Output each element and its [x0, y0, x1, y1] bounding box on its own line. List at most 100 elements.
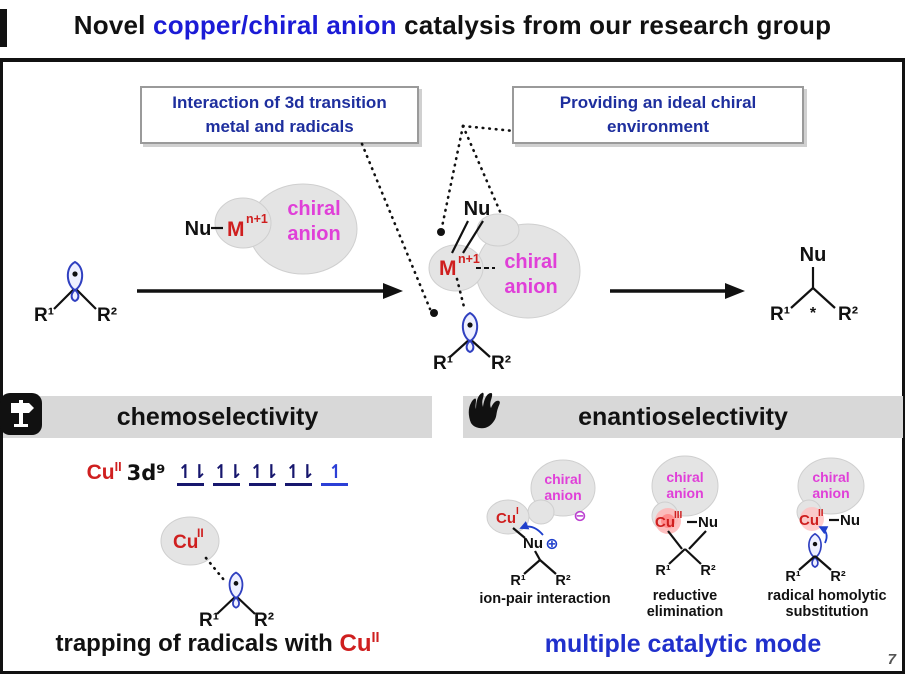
metal-blob — [214, 197, 272, 249]
cu-oxidation-state: III — [674, 510, 683, 521]
mode-radical-homolytic-substitution: chiral anion Cu II Nu R¹ R² radical homo… — [767, 457, 887, 620]
orbital-box: ↿ — [321, 462, 349, 486]
arrow-head — [725, 283, 745, 299]
electron-configuration: CuII 3d⁹ ↿⇂ ↿⇂ ↿⇂ ↿⇂ ↿ — [3, 460, 432, 486]
enantioselectivity-caption: multiple catalytic mode — [544, 630, 822, 658]
cu-label: CuII — [87, 460, 122, 486]
bond-line — [451, 220, 469, 254]
cu-label: Cu — [496, 510, 516, 527]
slide-title: Novel copper/chiral anion catalysis from… — [0, 10, 905, 41]
r1-label: R¹ — [34, 305, 54, 326]
title-pre: Novel — [73, 10, 154, 40]
radical-orbital-icon — [228, 571, 244, 609]
plus-charge-icon: ⊕ — [545, 534, 558, 553]
metal-superscript: n+1 — [458, 252, 480, 266]
mode-label-line2: elimination — [647, 604, 724, 620]
page-number: 7 — [887, 651, 896, 668]
metal-label: M — [227, 218, 245, 241]
cu-label: Cu — [799, 512, 819, 529]
chiral-anion-label-line2: anion — [544, 487, 581, 503]
reactive-glow — [800, 507, 824, 531]
orbital-box: ↿⇂ — [249, 462, 279, 486]
dotted-connector — [440, 124, 465, 229]
dotted-interaction — [204, 556, 226, 582]
mode-reductive-elimination: chiral anion Cu III Nu R¹ R² reductive e… — [647, 455, 724, 620]
enantioselectivity-header: enantioselectivity — [463, 396, 903, 438]
cu-trapping-diagram: Cu II R¹ R² — [160, 516, 274, 628]
bond-line — [684, 548, 702, 565]
r1-label: R¹ — [510, 573, 525, 589]
cu-symbol: Cu — [86, 461, 115, 484]
callout-right-line2: environment — [606, 117, 710, 136]
right-edge-border — [902, 62, 905, 674]
signpost-icon — [0, 393, 42, 435]
bond-line — [449, 338, 471, 358]
caption-text: trapping of radicals with — [55, 630, 340, 657]
nu-label: Nu — [840, 512, 860, 529]
enantioselectivity-panel: enantioselectivity chiral anion ⊖ Cu I N… — [463, 392, 903, 668]
bond-line — [462, 220, 484, 254]
stereocenter-star: * — [810, 305, 817, 322]
bond-line — [790, 287, 814, 309]
callout-3d-transition: Interaction of 3d transition metal and r… — [140, 86, 419, 144]
dotted-connector — [360, 142, 432, 311]
chemoselectivity-panel: chemoselectivity CuII 3d⁹ ↿⇂ ↿⇂ ↿⇂ ↿⇂ ↿ … — [0, 393, 432, 668]
metal-label: M — [439, 257, 457, 280]
orbital-box: ↿⇂ — [213, 462, 243, 486]
cu-oxidation-state: I — [516, 506, 519, 517]
cu-oxidation-state: II — [114, 460, 122, 474]
r1-label: R¹ — [785, 569, 800, 585]
bond-line — [512, 527, 526, 539]
bond-line — [216, 595, 237, 615]
electron-donation-arrow — [519, 521, 544, 536]
radical-orbital-icon — [808, 533, 822, 568]
cu-label: Cu — [655, 514, 675, 531]
nu-label: Nu — [800, 244, 827, 266]
chiral-anion-label-line2: anion — [287, 223, 340, 245]
bond-line — [814, 555, 832, 571]
reaction-arrow-1 — [137, 283, 403, 299]
chiral-anion-label-line1: chiral — [504, 251, 557, 273]
cu-blob — [160, 516, 220, 566]
blob-tail — [527, 499, 555, 525]
intermediate-complex: Nu M n+1 chiral anion R¹ R² — [428, 198, 581, 374]
r2-label: R² — [555, 573, 570, 589]
connector-dot — [437, 228, 445, 236]
reaction-scheme: R¹ R² Nu M n+1 chiral anion Nu M — [34, 124, 858, 374]
r2-label: R² — [254, 610, 274, 628]
orbital-box: ↿⇂ — [285, 462, 315, 486]
radical-substrate: R¹ R² — [34, 261, 117, 326]
orbital-box: ↿⇂ — [177, 462, 207, 486]
nu-label: Nu — [464, 198, 491, 220]
r1-label: R¹ — [655, 563, 670, 579]
mode-label-line2: substitution — [786, 604, 869, 620]
metal-superscript: n+1 — [246, 212, 268, 226]
catalytic-modes-diagram: chiral anion ⊖ Cu I Nu ⊕ R¹ R² ion-pair … — [479, 455, 887, 620]
cu-blob — [486, 499, 530, 535]
chiral-anion-label-line1: chiral — [666, 469, 703, 485]
r1-label: R¹ — [199, 610, 219, 628]
chiral-anion-label-line2: anion — [812, 485, 849, 501]
bond-line — [523, 559, 541, 575]
r2-label: R² — [838, 304, 858, 325]
title-highlight: copper/chiral anion — [153, 10, 397, 40]
title-left-notch — [0, 9, 7, 47]
bond-line — [539, 559, 557, 575]
metal-precursor-complex: Nu M n+1 chiral anion — [185, 183, 358, 275]
r2-label: R² — [700, 563, 715, 579]
caption-cu: CuII — [340, 630, 380, 657]
cu-symbol: Cu — [339, 630, 372, 657]
chiral-anion-label-line1: chiral — [544, 471, 581, 487]
cu-oxidation-state: II — [371, 630, 380, 646]
bond-line — [668, 548, 686, 565]
chiral-anion-blob — [797, 457, 865, 515]
grab-hand-icon — [468, 392, 500, 429]
bond-line — [74, 287, 97, 310]
r1-label: R¹ — [770, 304, 790, 325]
mode-ion-pair: chiral anion ⊖ Cu I Nu ⊕ R¹ R² ion-pair … — [479, 459, 611, 607]
dotted-bond — [455, 277, 467, 313]
bond-line — [235, 595, 256, 615]
chemoselectivity-header: chemoselectivity — [3, 396, 432, 438]
radical-orbital-icon — [461, 312, 479, 353]
minus-charge-icon: ⊖ — [573, 506, 586, 525]
